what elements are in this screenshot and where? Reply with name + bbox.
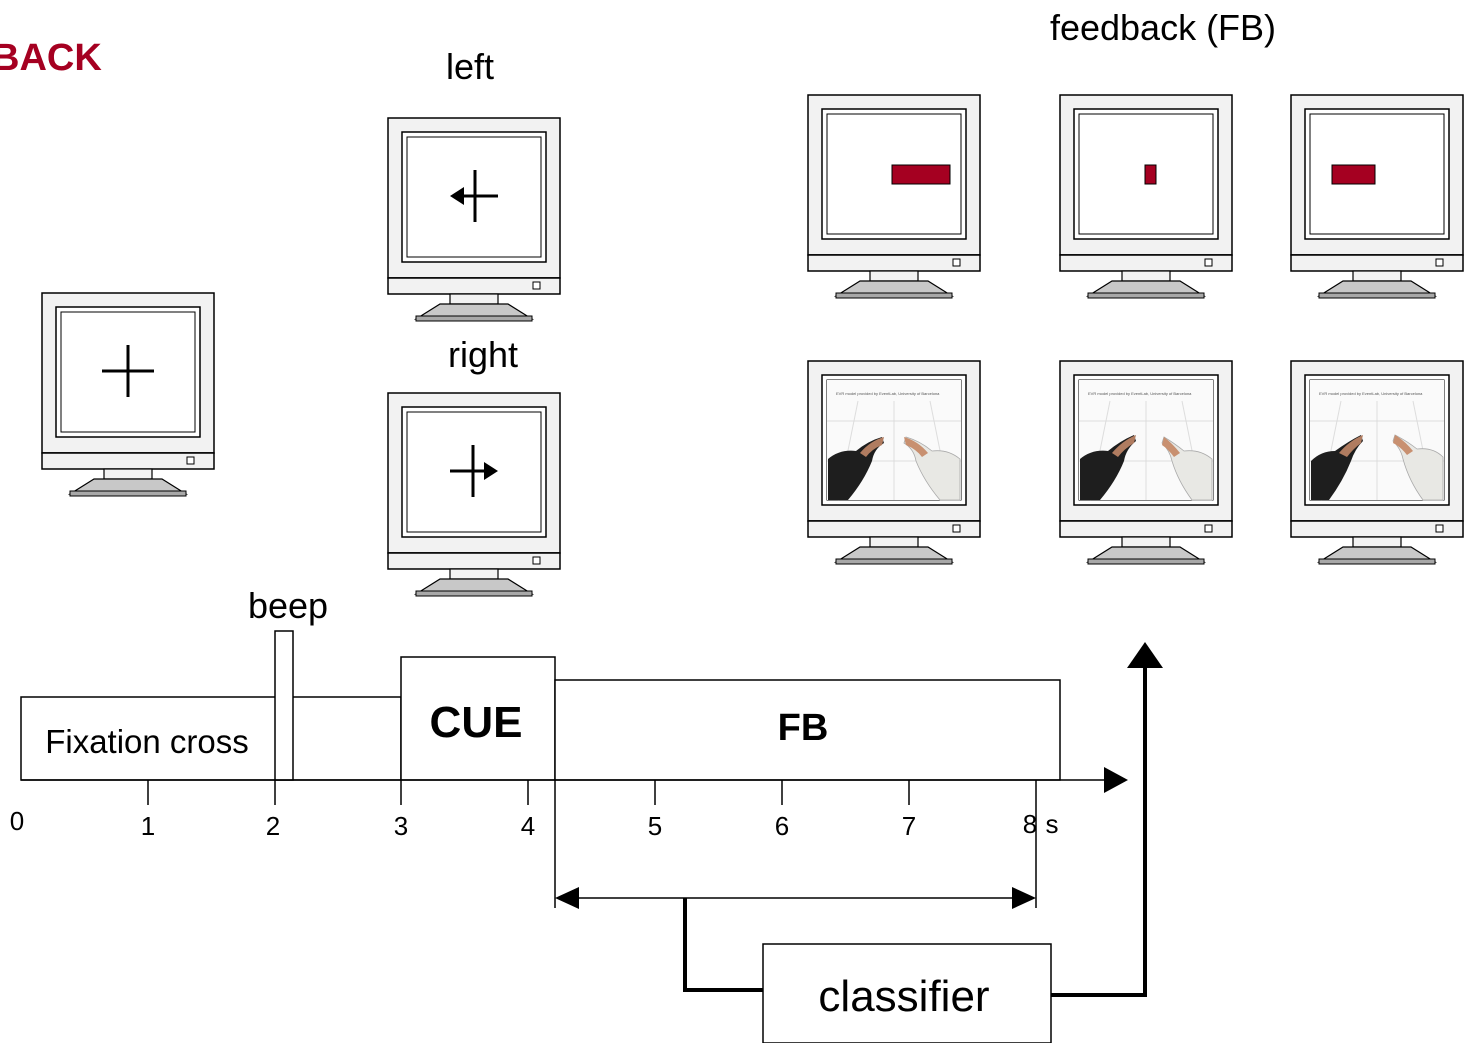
classifier-label: classifier xyxy=(818,972,989,1021)
time-axis-arrowhead xyxy=(1104,767,1128,793)
seconds-unit: s xyxy=(1046,809,1059,839)
feedback-monitor-hands-2: EVR model provided by EventLab, Universi… xyxy=(1059,360,1233,565)
feedback-arrowhead xyxy=(1127,642,1163,668)
fb-label: FB xyxy=(778,707,829,749)
feedback-label: feedback (FB) xyxy=(1050,7,1276,48)
beep-label: beep xyxy=(248,585,328,626)
avatar-caption: EVR model provided by EventLab, Universi… xyxy=(1319,391,1423,396)
tick-label: 8 xyxy=(1023,809,1037,839)
cue-label: CUE xyxy=(430,698,523,747)
feedback-monitor-hands-1: EVR model provided by EventLab, Universi… xyxy=(807,360,981,565)
tick-label: 0 xyxy=(10,806,24,836)
left-arrow-cross-icon xyxy=(450,170,498,222)
virtual-hands-icon: EVR model provided by EventLab, Universi… xyxy=(1310,380,1444,501)
beep-block xyxy=(274,630,294,781)
feedback-monitor-bar-2 xyxy=(1059,94,1233,299)
cue-right-monitor xyxy=(387,392,561,597)
tick-label: 5 xyxy=(648,811,662,841)
cue-left-monitor xyxy=(387,117,561,322)
virtual-hands-icon: EVR model provided by EventLab, Universi… xyxy=(1079,380,1213,501)
feedback-bar xyxy=(891,164,951,185)
tick-label: 2 xyxy=(266,811,280,841)
cue-left-label: left xyxy=(446,46,494,87)
avatar-caption: EVR model provided by EventLab, Universi… xyxy=(836,391,940,396)
tick-labels: 0 1 2 3 4 5 6 7 8 s xyxy=(10,806,1059,841)
right-arrow-cross-icon xyxy=(450,445,498,497)
page-title: BACK xyxy=(0,37,102,79)
tick-label: 3 xyxy=(394,811,408,841)
cue-block xyxy=(400,656,556,781)
window-to-classifier-line xyxy=(683,898,763,992)
feedback-monitor-bar-3 xyxy=(1290,94,1464,299)
fixation-label: Fixation cross xyxy=(45,723,249,760)
feedback-monitor-hands-3: EVR model provided by EventLab, Universi… xyxy=(1290,360,1464,565)
feedback-monitor-bar-1 xyxy=(807,94,981,299)
feedback-bar xyxy=(1144,164,1157,185)
tick-label: 4 xyxy=(521,811,535,841)
virtual-hands-icon: EVR model provided by EventLab, Universi… xyxy=(827,380,961,501)
tick-label: 7 xyxy=(902,811,916,841)
classifier-to-feedback-line xyxy=(1051,668,1147,997)
time-ticks xyxy=(147,780,1037,805)
avatar-caption: EVR model provided by EventLab, Universi… xyxy=(1088,391,1192,396)
feedback-bar xyxy=(1331,164,1376,185)
window-left-arrowhead xyxy=(555,887,579,909)
window-right-arrowhead xyxy=(1012,887,1036,909)
tick-label: 1 xyxy=(141,811,155,841)
fixation-monitor xyxy=(41,292,215,497)
tick-label: 6 xyxy=(775,811,789,841)
classifier-box xyxy=(762,943,1052,1043)
crosshair-icon xyxy=(102,345,154,397)
cue-right-label: right xyxy=(448,334,518,375)
fixation-block xyxy=(20,696,402,781)
